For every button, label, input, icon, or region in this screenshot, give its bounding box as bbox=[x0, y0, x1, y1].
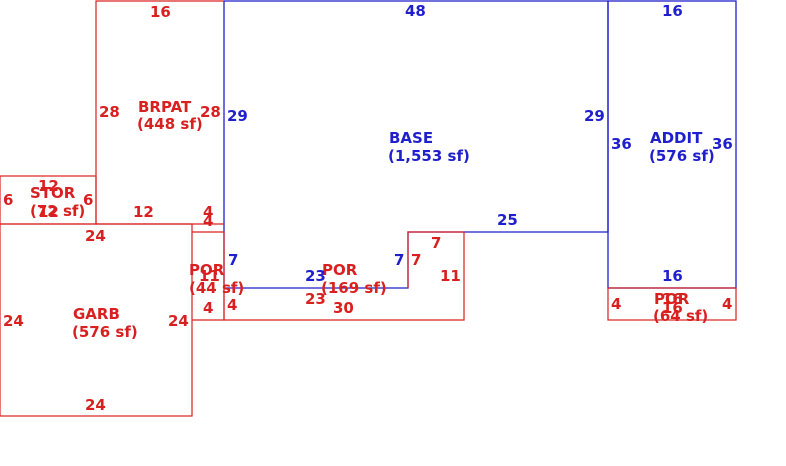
dim-por-center-right: 11 bbox=[440, 267, 461, 285]
dim-brpat-bottom: 12 bbox=[133, 203, 154, 221]
garb-area-label: (576 sf) bbox=[72, 323, 138, 341]
dim-garb-right: 24 bbox=[168, 312, 189, 330]
stor-name-label: STOR bbox=[30, 184, 76, 202]
por-left-area-label: (44 sf) bbox=[189, 279, 244, 297]
dim-por-right-right: 4 bbox=[722, 295, 732, 313]
dim-por-left-top: 11 bbox=[199, 267, 220, 285]
dim-base-left-lower: 7 bbox=[228, 251, 238, 269]
addit-name-label: ADDIT bbox=[650, 129, 703, 147]
dim-stor-top: 12 bbox=[38, 177, 59, 195]
brpat-name-label: BRPAT bbox=[138, 98, 192, 116]
dim-brpat-top: 16 bbox=[150, 3, 171, 21]
por-right-name-label: POR bbox=[654, 290, 690, 308]
dim-addit-top: 16 bbox=[662, 2, 683, 20]
dim-garb-top: 24 bbox=[85, 227, 106, 245]
dim-por-left-side-b: 4 bbox=[227, 296, 237, 314]
dim-base-left: 29 bbox=[227, 107, 248, 125]
base-name-label: BASE bbox=[389, 129, 433, 147]
dim-stor-left: 6 bbox=[3, 191, 13, 209]
dim-por-center-bottom: 30 bbox=[333, 299, 354, 317]
dim-brpat-right: 28 bbox=[200, 103, 221, 121]
por-right-outline bbox=[607, 287, 737, 321]
dim-garb-left: 24 bbox=[3, 312, 24, 330]
dim-base-right: 29 bbox=[584, 107, 605, 125]
dim-por-left-side-a: 4 bbox=[203, 299, 213, 317]
por-right-area-label: (64 sf) bbox=[653, 307, 708, 325]
dim-stor-bottom: 12 bbox=[38, 203, 59, 221]
dim-base-top: 48 bbox=[405, 2, 426, 20]
dim-stor-right: 6 bbox=[83, 191, 93, 209]
dim-por-center-notch: 7 bbox=[431, 234, 441, 252]
dim-base-step-left: 7 bbox=[394, 251, 404, 269]
por-left-name-label: POR bbox=[189, 261, 225, 279]
por-center-area-label: (169 sf) bbox=[321, 279, 387, 297]
garb-name-label: GARB bbox=[73, 305, 120, 323]
dim-por-right-left: 4 bbox=[611, 295, 621, 313]
addit-area-label: (576 sf) bbox=[649, 147, 715, 165]
dim-por-right-top: 16 bbox=[662, 290, 683, 308]
dim-garb-bottom: 24 bbox=[85, 396, 106, 414]
por-center-name-label: POR bbox=[322, 261, 358, 279]
dim-base-step-right: 25 bbox=[497, 211, 518, 229]
base-area-label: (1,553 sf) bbox=[388, 147, 470, 165]
dim-brpat-small-a: 4 bbox=[203, 203, 213, 221]
dim-brpat-small-b: 4 bbox=[203, 212, 213, 230]
dim-base-bottom: 23 bbox=[305, 267, 326, 285]
dim-por-center-inner: 23 bbox=[305, 290, 326, 308]
por-center-outline bbox=[223, 231, 465, 321]
por-left-outline bbox=[192, 231, 225, 321]
dim-por-center-side: 7 bbox=[411, 251, 421, 269]
dim-addit-right: 36 bbox=[712, 135, 733, 153]
brpat-area-label: (448 sf) bbox=[137, 115, 203, 133]
dim-brpat-left: 28 bbox=[99, 103, 120, 121]
dim-por-right-bottom: 16 bbox=[662, 299, 683, 317]
stor-area-label: (72 sf) bbox=[30, 202, 85, 220]
dim-addit-bottom: 16 bbox=[662, 267, 683, 285]
dim-addit-left: 36 bbox=[611, 135, 632, 153]
